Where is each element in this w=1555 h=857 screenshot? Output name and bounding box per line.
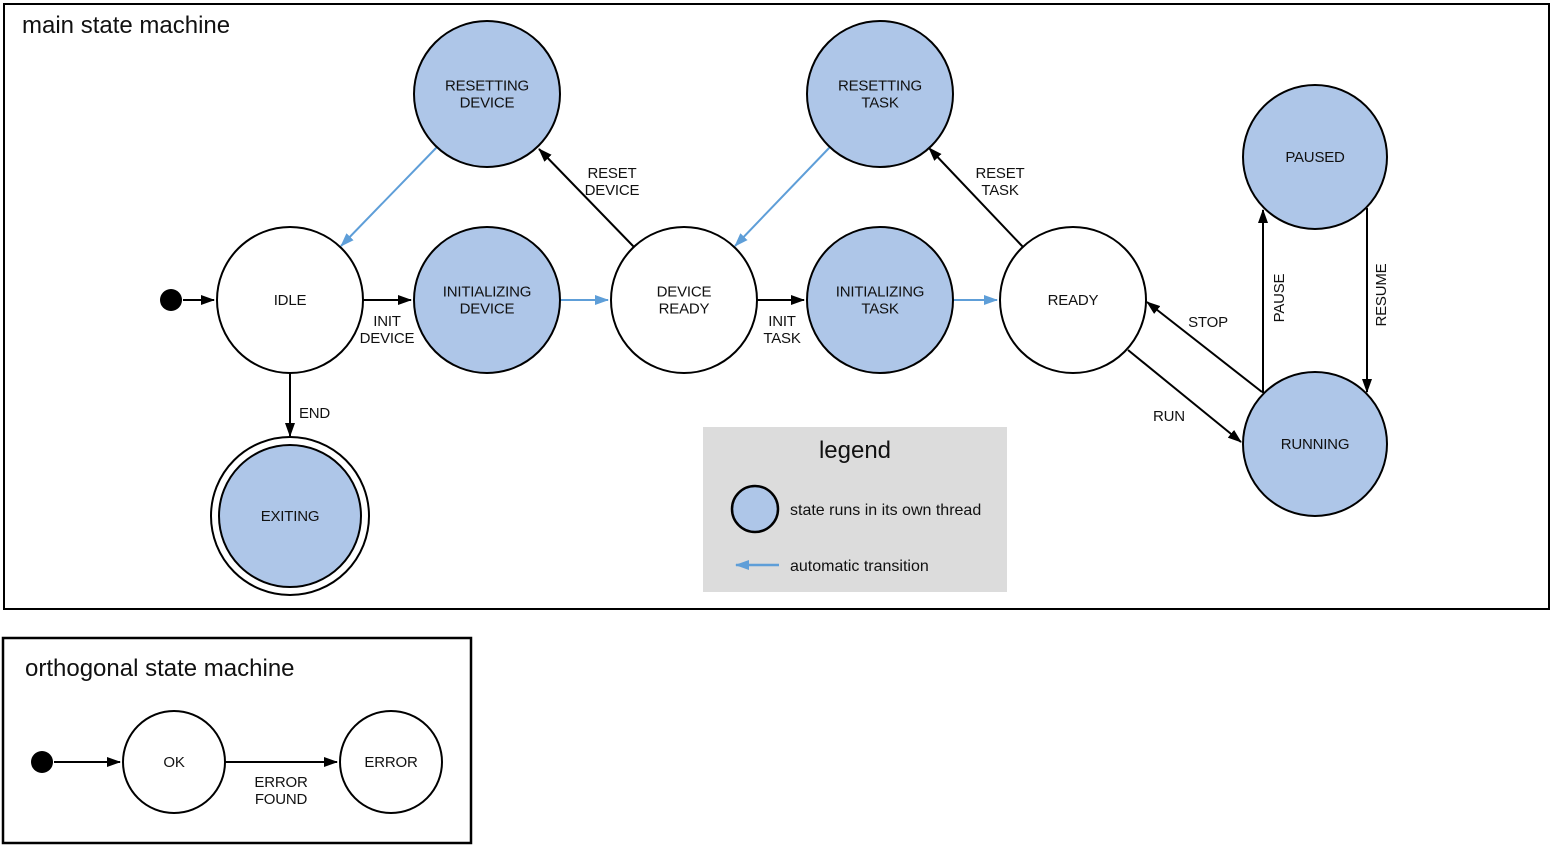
orthogonal-state-machine-state-error-label: ERROR xyxy=(364,754,418,771)
main-state-machine-state-device-ready xyxy=(610,226,758,374)
main-state-machine-state-exiting xyxy=(218,444,362,588)
main-state-machine-state-idle-label: IDLE xyxy=(274,292,307,309)
legend: legend state runs in its own thread automa… xyxy=(703,427,1007,592)
main-state-machine-state-idle xyxy=(216,226,364,374)
legend-threaded-state-icon xyxy=(730,484,780,534)
main-state-machine-state-idle-label-line: IDLE xyxy=(274,292,307,309)
main-state-machine-transition-stop-line xyxy=(1146,301,1263,393)
main-state-machine-transition-stop-label: STOP xyxy=(1188,314,1228,331)
main-state-machine-transition-reset-device-label-line: RESET xyxy=(587,165,636,182)
main-state-machine-transition-reset-task-line xyxy=(928,147,1024,248)
main-state-machine-transition-run-label: RUN xyxy=(1153,408,1185,425)
orthogonal-state-machine-transition-error-found-label-line: FOUND xyxy=(255,791,308,808)
main-state-machine-state-resetting-task-label-line: RESETTING xyxy=(838,78,922,95)
main-state-machine-state-device-ready-label-line: DEVICE xyxy=(657,284,712,301)
main-state-machine-transition-reset-device-label-line: DEVICE xyxy=(585,182,640,199)
orthogonal-state-machine-state-ok-label: OK xyxy=(163,754,184,771)
main-state-machine-transition-run-line xyxy=(1127,349,1242,443)
main-state-machine-transition-run-label-line: RUN xyxy=(1153,408,1185,425)
main-state-machine-transition-resetting-task-auto-line xyxy=(734,146,831,247)
orthogonal-state-machine-state-ok xyxy=(122,710,226,814)
orthogonal-state-machine-state-error xyxy=(339,710,443,814)
main-state-machine-state-ready-label-line: READY xyxy=(1048,292,1099,309)
main-state-machine-state-initializing-device-label-line: INITIALIZING xyxy=(443,284,531,301)
main-state-machine-state-initializing-task-label-line: TASK xyxy=(861,301,898,318)
main-state-machine-transition-resetting-device-auto-line xyxy=(340,146,438,247)
main-state-machine-state-paused-label: PAUSED xyxy=(1285,149,1345,166)
main-state-machine-state-running-label-line: RUNNING xyxy=(1281,436,1350,453)
main-state-machine-transition-resume-label-line: RESUME xyxy=(1373,263,1390,326)
main-state-machine-transition-resume-label: RESUME xyxy=(1373,263,1390,326)
main-state-machine-transition-init-task-label-line: TASK xyxy=(763,330,800,347)
main-state-machine-state-paused-label-line: PAUSED xyxy=(1285,149,1345,166)
main-state-machine-transition-reset-task-label-line: TASK xyxy=(981,182,1018,199)
main-state-machine-state-paused xyxy=(1242,84,1388,230)
main-state-machine-state-initializing-device-label-line: DEVICE xyxy=(460,301,515,318)
main-state-machine-transition-init-task-label-line: INIT xyxy=(768,313,796,330)
main-state-machine-transition-pause-label-line: PAUSE xyxy=(1271,273,1288,322)
main-state-machine-transition-reset-device-line xyxy=(538,148,635,248)
main-state-machine-transition-stop-label-line: STOP xyxy=(1188,314,1228,331)
orthogonal-state-machine-state-error-label-line: ERROR xyxy=(364,754,418,771)
main-state-machine-transition-reset-task-label-line: RESET xyxy=(975,165,1024,182)
main-state-machine-state-exiting-label-line: EXITING xyxy=(261,508,320,525)
main-state-machine-state-ready xyxy=(999,226,1147,374)
orthogonal-state-machine-state-ok-label-line: OK xyxy=(163,754,184,771)
main-state-machine-state-resetting-device xyxy=(413,20,561,168)
main-state-machine-state-running-label: RUNNING xyxy=(1281,436,1350,453)
main-state-machine-transition-end-label: END xyxy=(299,405,330,422)
main-state-machine-transition-pause-label: PAUSE xyxy=(1271,273,1288,322)
main-state-machine-state-running xyxy=(1242,371,1388,517)
main-state-machine-state-initializing-task-label-line: INITIALIZING xyxy=(836,284,924,301)
main-state-machine-transition-init-device-label-line: DEVICE xyxy=(360,330,415,347)
main-state-machine-state-resetting-device-label-line: DEVICE xyxy=(460,95,515,112)
main-state-machine-state-exiting-label: EXITING xyxy=(261,508,320,525)
main-state-machine-state-initializing-task xyxy=(806,226,954,374)
legend-item-threaded-state: state runs in its own thread xyxy=(790,502,981,519)
main-state-machine-title: main state machine xyxy=(22,12,230,39)
main-state-machine-transition-end-label-line: END xyxy=(299,405,330,422)
main-state-machine-state-resetting-task xyxy=(806,20,954,168)
main-state-machine-state-resetting-task-label-line: TASK xyxy=(861,95,898,112)
main-state-machine-state-resetting-device-label-line: RESETTING xyxy=(445,78,529,95)
legend-item-auto-transition: automatic transition xyxy=(790,558,929,575)
main-state-machine-state-device-ready-label-line: READY xyxy=(659,301,710,318)
orthogonal-state-machine-transition-error-found-label-line: ERROR xyxy=(254,774,308,791)
orthogonal-state-machine-initial-state-dot xyxy=(31,751,53,773)
main-state-machine-state-initializing-device xyxy=(413,226,561,374)
main-state-machine-initial-state-dot xyxy=(160,289,182,311)
main-state-machine-state-ready-label: READY xyxy=(1048,292,1099,309)
main-state-machine-transition-init-device-label-line: INIT xyxy=(373,313,401,330)
orthogonal-state-machine-title: orthogonal state machine xyxy=(25,655,295,682)
legend-title: legend xyxy=(819,437,891,464)
